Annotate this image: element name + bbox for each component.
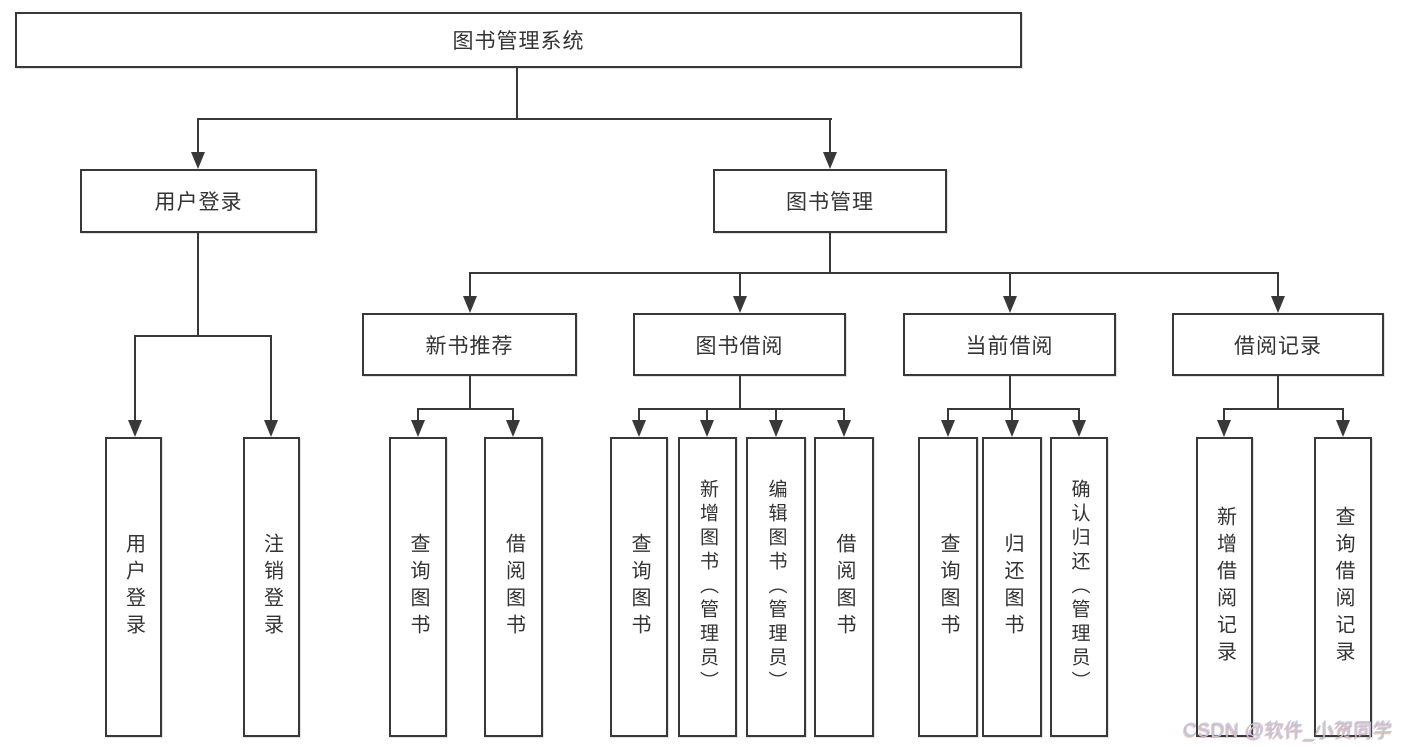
connector-new-book-stem: [469, 376, 471, 408]
connector-to-nb-borrow: [512, 408, 514, 422]
connector-current-rail: [947, 408, 1079, 410]
leaf-newbook-borrow-label: 借阅图书: [502, 533, 525, 641]
leaf-record-query-label: 查询借阅记录: [1332, 506, 1354, 668]
leaf-current-return-label: 归还图书: [1001, 533, 1023, 641]
connector-new-book-rail: [417, 408, 514, 410]
node-new-book: 新书推荐: [362, 313, 577, 376]
connector-user-login-stem: [197, 233, 199, 335]
node-root: 图书管理系统: [15, 12, 1022, 68]
leaf-borrow-edit-label: 编辑图书（管理员）: [765, 479, 787, 695]
connector-to-new-book: [469, 272, 471, 298]
node-record: 借阅记录: [1172, 313, 1384, 376]
connector-borrow-rail: [638, 408, 844, 410]
leaf-record-add: 新增借阅记录: [1196, 437, 1253, 737]
connector-root-stem: [516, 68, 518, 118]
arrowhead-bw-query: [632, 420, 646, 437]
connector-to-leaf-login: [134, 335, 136, 422]
leaf-current-query: 查询图书: [918, 437, 978, 737]
csdn-watermark: CSDN @软件_小贺同学: [1183, 716, 1392, 743]
connector-to-leaf-logout: [270, 335, 272, 422]
csdn-watermark-text: CSDN @软件_小贺同学: [1183, 721, 1393, 742]
connector-book-mgmt-stem: [829, 233, 831, 272]
arrowhead-book-mgmt: [823, 152, 837, 169]
leaf-borrow-edit: 编辑图书（管理员）: [746, 437, 806, 737]
connector-book-mgmt-rail: [469, 272, 1279, 274]
connector-to-cb-query: [947, 408, 949, 422]
arrowhead-cb-query: [941, 420, 955, 437]
leaf-user-login-label: 用户登录: [122, 533, 145, 641]
node-book-mgmt-label: 图书管理: [786, 191, 874, 214]
leaf-current-confirm: 确认归还（管理员）: [1050, 437, 1108, 737]
connector-to-rc-add: [1223, 408, 1225, 422]
node-user-login-label: 用户登录: [154, 191, 243, 214]
connector-to-bw-borrow: [843, 408, 845, 422]
leaf-newbook-query: 查询图书: [389, 437, 447, 737]
arrowhead-nb-query: [411, 420, 425, 437]
connector-user-login-rail: [134, 335, 272, 337]
node-root-label: 图书管理系统: [452, 30, 585, 53]
node-new-book-label: 新书推荐: [425, 334, 514, 358]
leaf-borrow-query-label: 查询图书: [628, 533, 650, 641]
leaf-borrow-borrow: 借阅图书: [814, 437, 874, 737]
arrowhead-borrow: [733, 296, 747, 313]
arrowhead-bw-add: [700, 420, 714, 437]
connector-to-current: [1009, 272, 1011, 298]
leaf-newbook-query-label: 查询图书: [407, 533, 429, 641]
arrowhead-record: [1271, 296, 1285, 313]
connector-to-bw-query: [638, 408, 640, 422]
connector-borrow-stem: [739, 376, 741, 408]
node-current-label: 当前借阅: [965, 334, 1054, 358]
connector-record-rail: [1223, 408, 1343, 410]
leaf-user-login: 用户登录: [105, 437, 162, 737]
arrowhead-nb-borrow: [506, 420, 520, 437]
connector-to-cb-confirm: [1078, 408, 1080, 422]
arrowhead-user-login: [191, 152, 205, 169]
connector-to-cb-return: [1011, 408, 1013, 422]
connector-to-bw-edit: [775, 408, 777, 422]
arrowhead-leaf-login: [128, 420, 142, 437]
leaf-record-query: 查询借阅记录: [1314, 437, 1372, 737]
connector-root-rail: [197, 118, 832, 120]
leaf-newbook-borrow: 借阅图书: [484, 437, 543, 737]
leaf-current-confirm-label: 确认归还（管理员）: [1068, 479, 1090, 695]
connector-record-stem: [1277, 376, 1279, 408]
connector-to-rc-query: [1342, 408, 1344, 422]
leaf-record-add-label: 新增借阅记录: [1213, 506, 1236, 668]
arrowhead-cb-confirm: [1072, 420, 1086, 437]
arrowhead-bw-borrow: [837, 420, 851, 437]
leaf-borrow-borrow-label: 借阅图书: [833, 533, 855, 641]
leaf-logout: 注销登录: [243, 437, 300, 737]
arrowhead-current: [1003, 296, 1017, 313]
connector-to-book-mgmt: [829, 118, 831, 154]
leaf-borrow-query: 查询图书: [610, 437, 668, 737]
node-user-login: 用户登录: [80, 169, 317, 233]
node-borrow-label: 图书借阅: [695, 334, 784, 358]
connector-to-borrow: [739, 272, 741, 298]
node-record-label: 借阅记录: [1234, 334, 1322, 358]
arrowhead-new-book: [463, 296, 477, 313]
node-current: 当前借阅: [903, 313, 1116, 376]
node-borrow: 图书借阅: [633, 313, 846, 376]
leaf-current-return: 归还图书: [982, 437, 1042, 737]
connector-to-user-login: [197, 118, 199, 154]
arrowhead-rc-add: [1217, 420, 1231, 437]
node-book-mgmt: 图书管理: [713, 169, 947, 233]
connector-to-bw-add: [706, 408, 708, 422]
arrowhead-cb-return: [1005, 420, 1019, 437]
leaf-logout-label: 注销登录: [260, 533, 283, 641]
connector-to-record: [1277, 272, 1279, 298]
leaf-borrow-add-label: 新增图书（管理员）: [697, 479, 718, 695]
connector-to-nb-query: [417, 408, 419, 422]
leaf-borrow-add: 新增图书（管理员）: [678, 437, 737, 737]
arrowhead-leaf-logout: [264, 420, 278, 437]
connector-current-stem: [1009, 376, 1011, 408]
arrowhead-rc-query: [1336, 420, 1350, 437]
leaf-current-query-label: 查询图书: [937, 533, 959, 641]
arrowhead-bw-edit: [769, 420, 783, 437]
